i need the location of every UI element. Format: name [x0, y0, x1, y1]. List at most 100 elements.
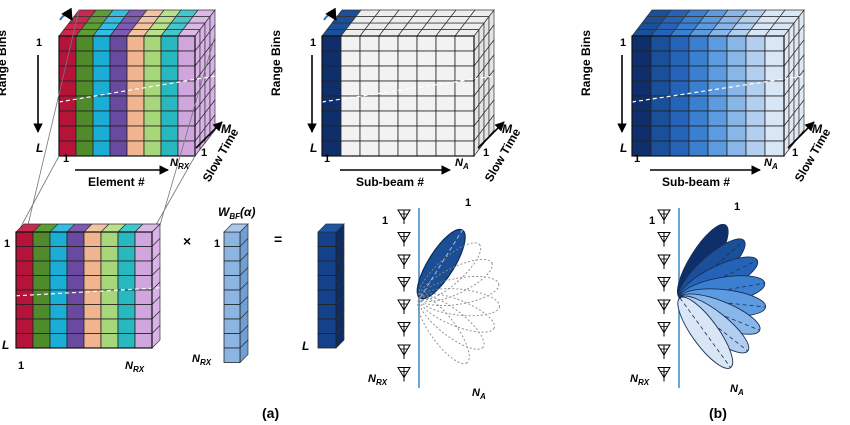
subbeam-cube-b-front-cell: [726, 140, 747, 157]
element-slice-front-cell: [83, 275, 102, 291]
slice-col-one-label: 1: [18, 360, 24, 372]
element-slice-front-cell: [49, 275, 68, 291]
element-slice-front-cell: [32, 304, 51, 320]
output-row-L-label: L: [302, 339, 309, 353]
weight-row-one-label: 1: [214, 238, 220, 250]
subbeam-cube-a-front-cell: [454, 80, 475, 97]
element-slice-front-cell: [49, 289, 68, 305]
subbeam-cube-b-front-cell: [764, 110, 785, 127]
subbeam-cube-b-front-cell: [688, 125, 709, 142]
element-cube-front-cell: [109, 140, 128, 157]
subbeam-cube-b-front-cell: [745, 50, 766, 67]
subbeam-cube-a-front-cell: [435, 50, 456, 67]
beam-axis-a: [419, 229, 463, 299]
subbeam-cube-b-side-cell: [798, 113, 805, 138]
subbeam-cube-b-front-cell: [669, 80, 690, 97]
cube3-row-one-label: 1: [620, 37, 626, 49]
subbeam-cube-b-front-cell: [631, 80, 652, 97]
subbeam-cube-b-front-cell: [669, 125, 690, 142]
element-slice-front-cell: [134, 289, 153, 305]
element-cube-front-cell: [143, 80, 162, 97]
subbeam-cube-a-front-cell: [397, 50, 418, 67]
element-slice-front-cell: [66, 304, 85, 320]
subbeam-cube-a-front-cell: [416, 110, 437, 127]
element-slice-front-cell: [117, 246, 136, 262]
subbeam-cube-a-front-cell: [378, 65, 399, 82]
subbeam-cube-b-front-cell: [631, 125, 652, 142]
projection-line: [151, 155, 196, 233]
subbeam-cube-a-side-cell: [488, 113, 495, 138]
subbeam-cube-b-front-cell: [726, 80, 747, 97]
subbeam-cube-a-front-cell: [454, 95, 475, 112]
subbeam-cube-a-front-cell: [416, 35, 437, 52]
cube3-depth-one-label: 1: [792, 147, 798, 159]
beam-axis-b: [679, 297, 731, 368]
element-cube-front-cell: [126, 50, 145, 67]
element-cube-front-cell: [109, 80, 128, 97]
element-cube-front-cell: [143, 110, 162, 127]
antenna-b: [657, 254, 671, 269]
element-cube-front-cell: [58, 35, 77, 52]
element-slice-front-cell: [134, 304, 153, 320]
element-slice-front-cell: [32, 275, 51, 291]
subbeam-cube-b-front-cell: [745, 80, 766, 97]
subbeam-cube-b-front-outline: [631, 35, 785, 157]
element-slice-front-cell: [83, 318, 102, 334]
element-slice-front-cell: [100, 246, 119, 262]
weight-row-NRX-label: NRX: [192, 353, 212, 367]
subbeam-cube-a-front-cell: [321, 35, 342, 52]
element-slice-front-cell: [117, 260, 136, 276]
element-slice-front-cell: [117, 231, 136, 247]
element-cube-front-cell: [92, 140, 111, 157]
element-slice-front-cell: [32, 231, 51, 247]
cube2-depth-one-label: 1: [483, 147, 489, 159]
element-cube-front-cell: [75, 110, 94, 127]
subbeam-cube-a-front-cell: [340, 65, 361, 82]
array-b-one-label: 1: [649, 215, 655, 227]
element-cube-front-cell: [160, 65, 179, 82]
subbeam-cube-b-front-cell: [669, 35, 690, 52]
element-slice-front-cell: [100, 275, 119, 291]
element-cube-front-cell: [58, 110, 77, 127]
subbeam-cube-b-front-cell: [688, 65, 709, 82]
antenna-a: [397, 344, 411, 359]
steering-cell: [223, 231, 241, 247]
element-slice-front-cell: [49, 304, 68, 320]
output-cell: [317, 318, 337, 334]
element-slice-front-cell: [83, 231, 102, 247]
subbeam-cube-b-front-cell: [688, 110, 709, 127]
element-slice-front-cell: [117, 289, 136, 305]
element-cube-front-cell: [143, 125, 162, 142]
element-slice-front-cell: [134, 246, 153, 262]
steering-cell: [223, 289, 241, 305]
output-cell: [317, 304, 337, 320]
cube1-row-one-label: 1: [36, 37, 42, 49]
subbeam-cube-a-front-cell: [397, 110, 418, 127]
cube2-row-one-label: 1: [310, 37, 316, 49]
subbeam-cube-a-front-cell: [378, 80, 399, 97]
element-slice-front-cell: [32, 318, 51, 334]
array-a-NRX-label: NRX: [368, 373, 388, 387]
element-cube-front-cell: [58, 65, 77, 82]
element-slice-front-cell: [66, 333, 85, 349]
projection-line: [27, 9, 80, 226]
subbeam-cube-a-front-cell: [397, 95, 418, 112]
subbeam-cube-a-front-cell: [435, 140, 456, 157]
subbeam-cube-a-front-cell: [416, 125, 437, 142]
element-slice-front-cell: [134, 318, 153, 334]
element-cube-top-cell: [192, 9, 216, 17]
element-cube-front-cell: [160, 110, 179, 127]
element-cube-front-cell: [160, 50, 179, 67]
subbeam-cube-a-front-cell: [359, 65, 380, 82]
antenna-b: [657, 209, 671, 224]
element-cube-front-cell: [75, 65, 94, 82]
element-slice-front-cell: [117, 304, 136, 320]
cube1-element-axis-label: Element #: [88, 175, 145, 189]
cube2-depth-M-label: M: [502, 122, 513, 136]
output-vector: [317, 223, 345, 349]
subbeam-cube-b-front-cell: [650, 50, 671, 67]
subbeam-cube-a-front-cell: [435, 125, 456, 142]
subbeam-cube-a-front-cell: [340, 125, 361, 142]
shapes-layer: [15, 7, 815, 388]
subbeam-cube-a-front-cell: [416, 50, 437, 67]
